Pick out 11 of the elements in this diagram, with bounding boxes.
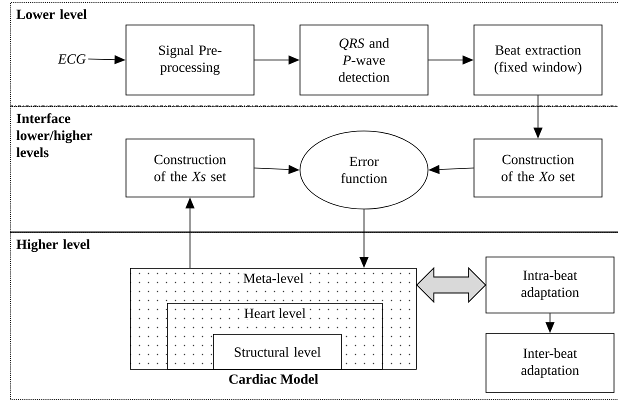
process-box: Signal Pre-processing — [126, 24, 254, 96]
process-box: Beat extraction (fixed window) — [474, 24, 602, 96]
process-box: Construction of the Xo set — [474, 138, 602, 198]
input-label: ECG — [58, 54, 86, 64]
double-arrow — [416, 266, 486, 304]
process-box: Inter-beat adaptation — [486, 333, 614, 393]
process-box: QRS and P-wave detection — [300, 24, 428, 96]
process-box: Intra-beat adaptation — [486, 256, 614, 314]
model-box: Structural level — [213, 334, 342, 370]
process-box: Construction of the Xs set — [126, 138, 254, 198]
node-label: Cardiac Model — [229, 374, 318, 384]
